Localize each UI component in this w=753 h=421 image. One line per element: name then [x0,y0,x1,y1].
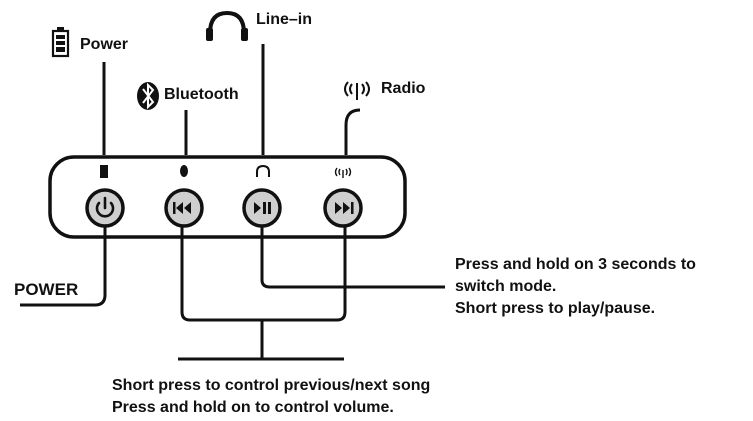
bluetooth-badge-icon [137,82,159,110]
control-panel [48,155,407,239]
power-button-callout-line [20,225,107,307]
power-indicator-label: Power [80,36,129,53]
play-pause-note-line: switch mode. [455,278,557,295]
play-pause-note: Press and hold on 3 seconds to switch mo… [455,254,696,320]
next-icon [335,202,354,214]
headphones-icon [206,10,248,41]
linein-indicator-label: Line–in [256,11,313,28]
prev-next-note-line: Press and hold on to control volume. [112,399,394,416]
play-pause-note-line: Short press to play/pause. [455,300,656,317]
bluetooth-indicator-icon [180,165,188,177]
previous-icon [173,202,191,214]
callout-lines-top [102,44,361,155]
battery-indicator-icon [100,165,108,178]
play-pause-note-line: Press and hold on 3 seconds to [455,256,696,273]
prev-next-note-line: Short press to control previous/next son… [112,377,431,394]
callout-lines-bottom [20,225,445,361]
play-pause-icon [254,202,271,214]
next-button[interactable] [323,188,363,228]
play-pause-button[interactable] [242,188,282,228]
radio-antenna-icon [344,81,370,100]
radio-callout-line [344,108,361,155]
prev-next-note: Short press to control previous/next son… [112,375,430,419]
battery-icon [51,27,70,58]
bluetooth-indicator-label: Bluetooth [164,86,239,103]
radio-indicator-icon [334,167,352,178]
power-button[interactable] [85,188,125,228]
play-pause-callout-line [260,225,445,289]
power-button-label: POWER [14,280,79,299]
radio-indicator-label: Radio [381,80,426,97]
previous-button[interactable] [164,188,204,228]
headphones-indicator-icon [256,164,270,177]
power-icon [95,196,115,218]
